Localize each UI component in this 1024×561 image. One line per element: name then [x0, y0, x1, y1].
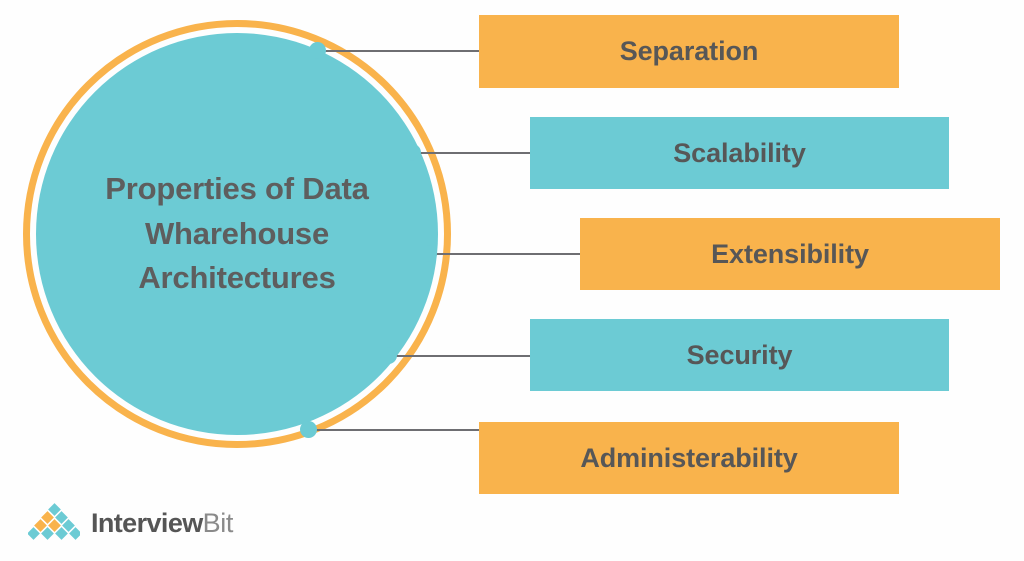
- connector-line-separation: [319, 50, 480, 52]
- logo-word-bit: Bit: [202, 507, 234, 538]
- hub-title-line-1: Properties of Data: [105, 170, 369, 206]
- interviewbit-logo-text: InterviewBit: [91, 507, 234, 538]
- hub-title: Properties of Data Wharehouse Architectu…: [72, 167, 402, 302]
- property-bar-extensibility[interactable]: Extensibility: [580, 218, 1000, 290]
- hub-title-line-2: Wharehouse: [144, 215, 330, 251]
- connector-line-scalability: [418, 152, 531, 154]
- connector-dot-extensibility: [420, 245, 437, 262]
- connector-line-administerability: [312, 429, 480, 431]
- connector-dot-scalability: [404, 144, 421, 161]
- connector-line-security: [393, 355, 531, 357]
- property-bar-separation[interactable]: Separation: [479, 15, 899, 88]
- connector-dot-security: [380, 347, 397, 364]
- property-bar-scalability[interactable]: Scalability: [530, 117, 949, 189]
- hub-title-line-3: Architectures: [138, 260, 336, 296]
- property-bar-administerability[interactable]: Administerability: [479, 422, 899, 494]
- hub-outer-ring: [23, 20, 451, 448]
- connector-dot-administerability: [300, 421, 317, 438]
- logo-word-interview: Interview: [91, 507, 203, 538]
- connector-dot-separation: [309, 42, 326, 59]
- connector-line-extensibility: [433, 253, 581, 255]
- property-bar-security[interactable]: Security: [530, 319, 949, 391]
- hub-circle: Properties of Data Wharehouse Architectu…: [36, 33, 438, 435]
- interviewbit-logo: InterviewBit: [28, 503, 233, 543]
- interviewbit-logo-mark-icon: [28, 503, 80, 540]
